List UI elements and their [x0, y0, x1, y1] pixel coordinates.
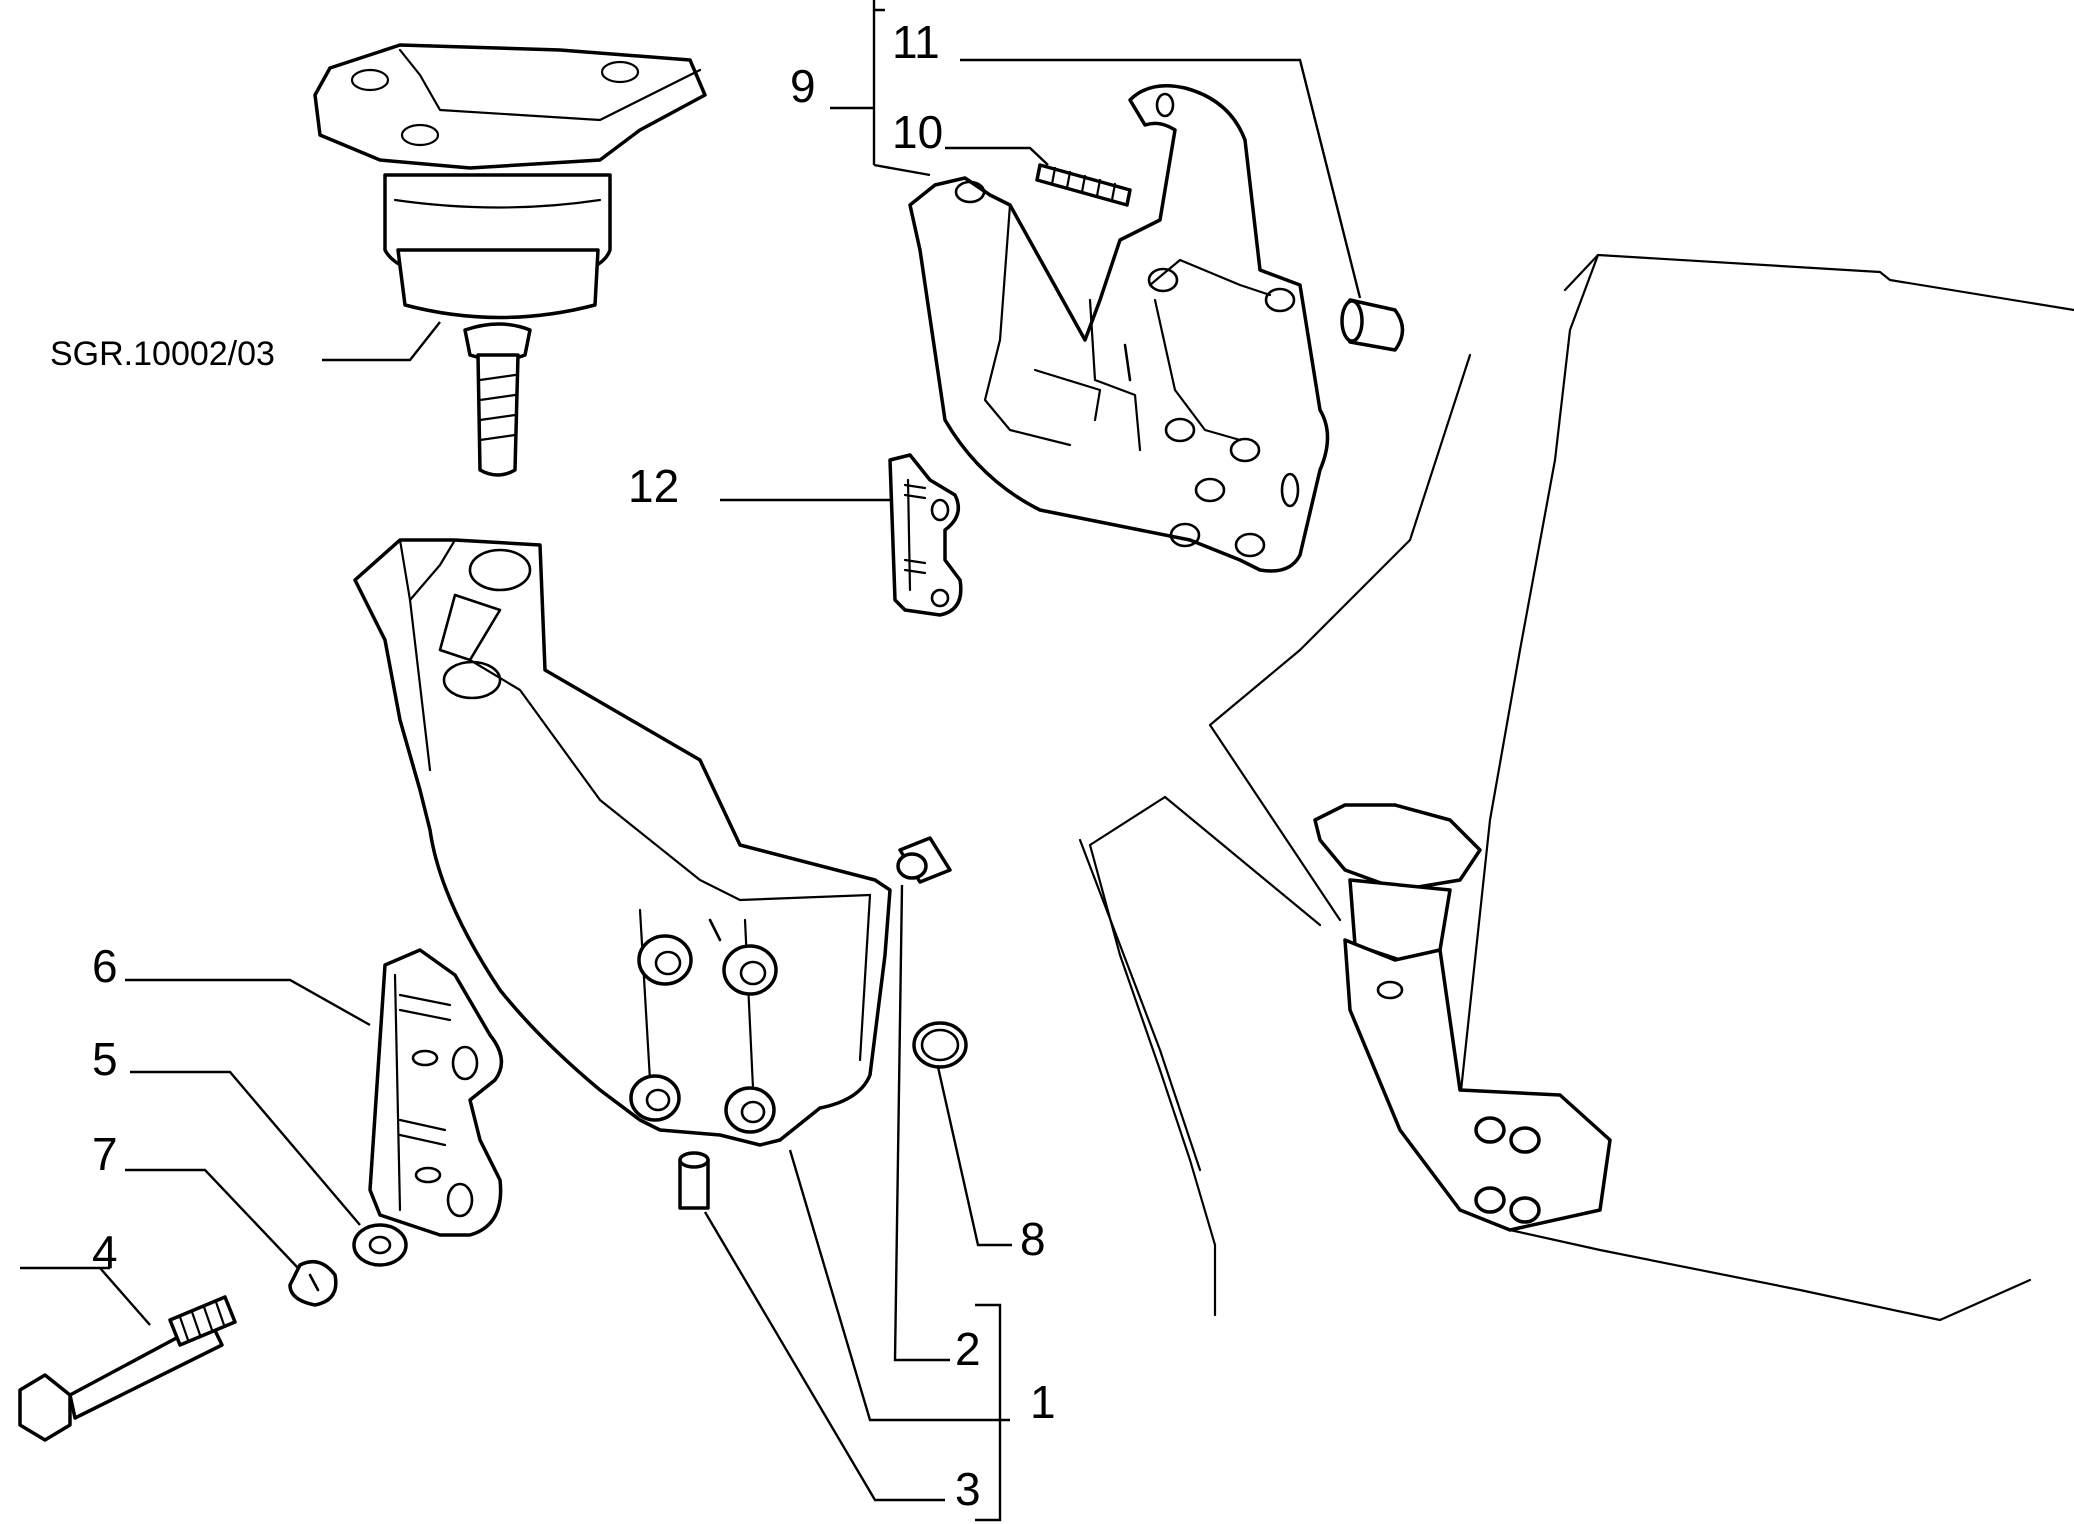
spring-washer-part-7: [288, 1259, 338, 1307]
leader-7: [125, 1168, 299, 1269]
bolt-part-4: [18, 1295, 237, 1442]
engine-mount-part: [313, 43, 707, 477]
callout-8: 8: [1020, 1213, 1046, 1265]
vehicle-body-outline: [1078, 253, 2074, 1322]
callout-3: 3: [955, 1463, 981, 1515]
leader-9: [830, 0, 931, 177]
leader-reference: [322, 321, 441, 362]
callout-4: 4: [92, 1226, 118, 1278]
leader-6: [125, 978, 371, 1027]
callout-6: 6: [92, 940, 118, 992]
washer-part-5: [352, 1223, 408, 1267]
leader-1: [788, 1149, 1010, 1422]
leader-2: [893, 884, 950, 1362]
callout-9: 9: [790, 60, 816, 112]
callout-12: 12: [628, 460, 679, 512]
bracket-group-1-2-3: [975, 1303, 1002, 1522]
callout-1: 1: [1030, 1376, 1056, 1428]
plate-part-6: [368, 948, 504, 1237]
bush-part-2: [896, 836, 952, 884]
leader-4: [20, 1266, 151, 1326]
callout-10: 10: [892, 106, 943, 158]
leader-10: [945, 146, 1049, 166]
callout-2: 2: [955, 1323, 981, 1375]
bracket-part-9: [908, 84, 1330, 573]
plate-part-12: [888, 453, 963, 617]
leader-3: [703, 1211, 945, 1502]
leader-5: [130, 1070, 361, 1226]
callout-11: 11: [892, 16, 940, 68]
spacer-part-3: [678, 1151, 710, 1210]
support-arm-part-1: [353, 538, 892, 1147]
leader-lines: [20, 0, 1362, 1522]
callout-5: 5: [92, 1033, 118, 1085]
ring-part-8: [912, 1021, 968, 1069]
leader-8: [936, 1066, 1012, 1247]
stud-part-10: [1035, 163, 1132, 207]
leader-11: [960, 58, 1362, 299]
reference-code-label: SGR.10002/03: [50, 335, 275, 373]
callout-7: 7: [92, 1128, 118, 1180]
bush-part-11: [1340, 298, 1405, 352]
